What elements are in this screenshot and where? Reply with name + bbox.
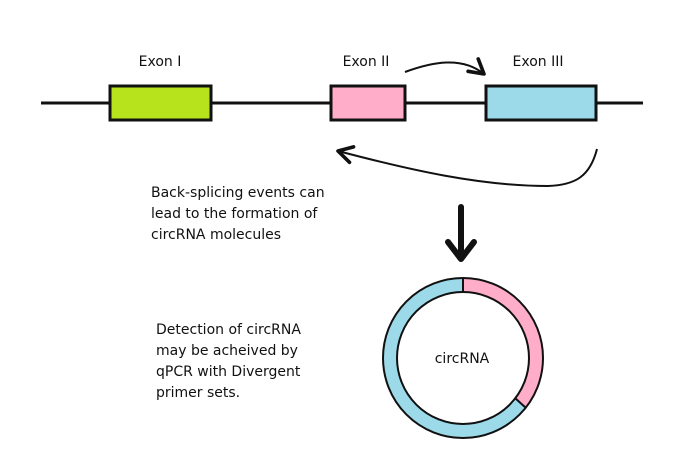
detection-caption-line-4: primer sets. — [156, 385, 241, 401]
down-arrow-icon — [445, 204, 477, 262]
circrna-ring-pink-segment — [462, 278, 543, 408]
detection-caption-line-2: may be acheived by — [156, 343, 298, 359]
backsplice-caption-line-1: Back-splicing events can — [151, 185, 325, 201]
backsplice-caption: Back-splicing events can lead to the for… — [151, 183, 325, 246]
backsplice-caption-line-2: lead to the formation of — [151, 206, 318, 222]
backsplice-caption-line-3: circRNA molecules — [151, 227, 282, 243]
back-splice-arrow-icon — [336, 145, 598, 188]
exon-1-box — [108, 84, 213, 122]
circrna-label: circRNA — [435, 351, 490, 367]
ring-junction-bottom — [514, 397, 527, 409]
detection-caption-line-3: qPCR with Divergent — [156, 364, 301, 380]
circrna-ring — [382, 277, 544, 439]
splice-arrow-icon — [404, 57, 486, 76]
exon-2-label: Exon II — [343, 54, 390, 70]
exon-2-box — [329, 84, 407, 122]
detection-caption: Detection of circRNA may be acheived by … — [156, 320, 301, 404]
exon-3-box — [484, 84, 598, 122]
exon-3-label: Exon III — [513, 54, 564, 70]
detection-caption-line-1: Detection of circRNA — [156, 322, 301, 338]
exon-1-label: Exon I — [139, 54, 182, 70]
